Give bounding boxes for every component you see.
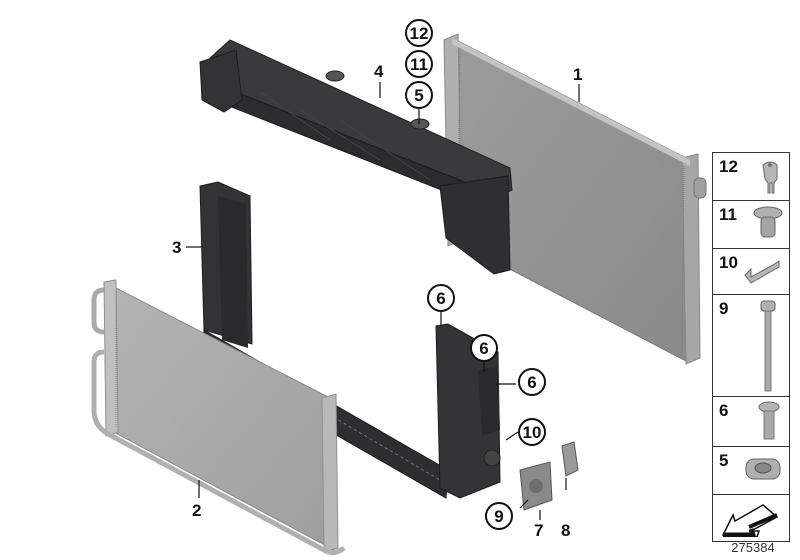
rubber-mount-icon bbox=[745, 458, 781, 480]
callout-10: 10 bbox=[518, 418, 546, 446]
long-bolt-icon bbox=[760, 300, 776, 392]
legend-label: 5 bbox=[719, 451, 729, 470]
legend-item-11: 11 bbox=[713, 201, 789, 249]
document-number: 275384 bbox=[731, 540, 775, 555]
callout-6-top: 6 bbox=[427, 284, 455, 312]
parts-legend: 12 11 10 9 6 bbox=[712, 152, 790, 542]
bracket-clip-icon bbox=[744, 260, 780, 284]
legend-label: 9 bbox=[719, 299, 729, 318]
legend-item-6: 6 bbox=[713, 397, 789, 447]
retainer-part bbox=[561, 441, 579, 477]
callout-8: 8 bbox=[561, 521, 571, 540]
callout-6-right: 6 bbox=[518, 368, 546, 396]
legend-item-9: 9 bbox=[713, 295, 789, 397]
legend-label: 11 bbox=[719, 205, 737, 224]
callout-12: 12 bbox=[405, 19, 433, 47]
leader-lines bbox=[186, 82, 580, 520]
radiator-part bbox=[443, 33, 707, 365]
legend-label: 10 bbox=[719, 253, 738, 272]
legend-item-12: 12 bbox=[713, 153, 789, 201]
legend-label: 6 bbox=[719, 401, 729, 420]
callout-9: 9 bbox=[485, 502, 513, 530]
expanding-rivet-icon bbox=[753, 206, 783, 238]
callout-4: 4 bbox=[374, 62, 384, 81]
callout-3: 3 bbox=[172, 238, 182, 257]
callout-11: 11 bbox=[405, 50, 433, 78]
holder-part bbox=[519, 461, 553, 511]
legend-item-arrow bbox=[713, 495, 789, 541]
callout-2: 2 bbox=[192, 501, 202, 520]
screw-icon bbox=[758, 401, 780, 440]
legend-item-10: 10 bbox=[713, 249, 789, 295]
upper-carrier-beam-part bbox=[199, 39, 513, 275]
callout-1: 1 bbox=[573, 65, 583, 84]
legend-label: 12 bbox=[719, 157, 738, 176]
legend-item-5: 5 bbox=[713, 447, 789, 495]
callout-6-mid: 6 bbox=[470, 334, 498, 362]
callout-7: 7 bbox=[534, 521, 544, 540]
clip-icon bbox=[762, 161, 778, 194]
callout-5: 5 bbox=[405, 81, 433, 109]
direction-arrow-icon bbox=[721, 504, 779, 537]
condenser-part bbox=[91, 279, 346, 556]
